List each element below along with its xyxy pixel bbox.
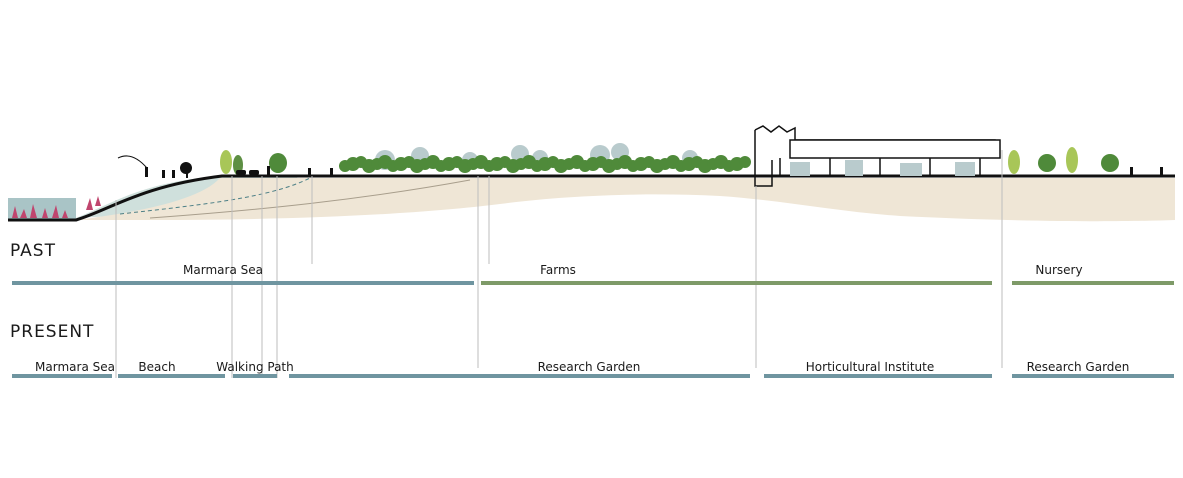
present-band-label-horticultural-institute: Horticultural Institute [805,360,935,374]
present-band-label-beach: Beach [138,360,176,374]
present-band-bar-0 [12,374,112,378]
present-band-bar-5 [1012,374,1174,378]
past-band-label-marmara-sea: Marmara Sea [183,263,263,277]
present-band-bar-4 [764,374,992,378]
soil-body [76,178,1175,222]
past-band-label-farms: Farms [540,263,576,277]
present-band-bar-3 [289,374,750,378]
institute-building [754,125,1001,187]
past-title: PAST [10,241,56,261]
band-bars [12,281,1174,378]
subsoil-line [149,179,471,219]
past-band-bar-0 [12,281,474,285]
past-band-label-nursery: Nursery [1035,263,1083,277]
past-band-bar-2 [1012,281,1174,285]
past-band-bar-1 [481,281,992,285]
canopy-tree-50 [739,156,751,168]
present-band-label-marmara-sea: Marmara Sea [35,360,115,374]
present-band-bar-2 [233,374,277,378]
present-band-bar-1 [118,374,225,378]
sediment-line [119,177,311,215]
present-band-label-walking-path: Walking Path [216,360,294,374]
present-band-label-research-garden: Research Garden [537,360,641,374]
ground-line [8,174,1175,222]
sea-plants [12,196,101,218]
institute-interior-plants [790,160,975,176]
present-band-label-research-garden-2: Research Garden [1026,360,1130,374]
present-title: PRESENT [10,322,95,342]
leader-lines [115,150,1003,378]
research-garden-canopy [339,155,751,173]
people-figures [117,155,1163,178]
beach-trees [220,147,1119,175]
